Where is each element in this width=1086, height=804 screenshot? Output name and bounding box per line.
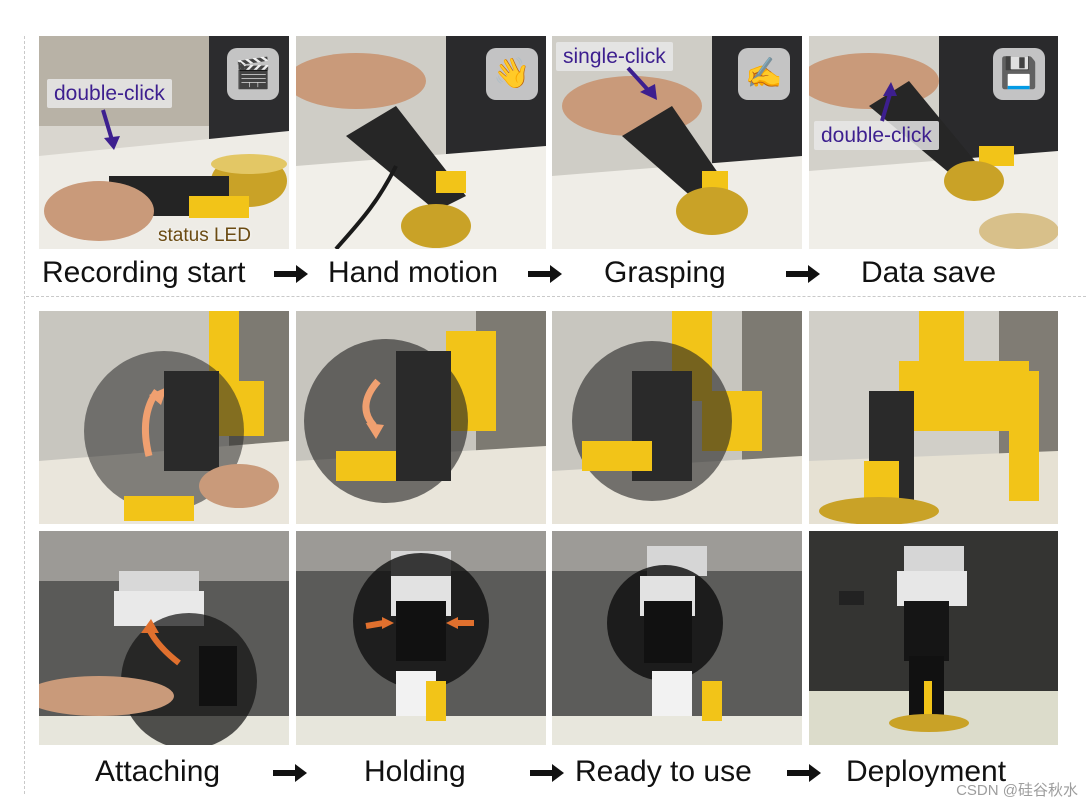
- floppy-disk-icon: 💾: [993, 48, 1045, 100]
- photo-spot-ready: [552, 311, 802, 524]
- caption-holding: Holding: [364, 757, 466, 787]
- status-led-label: status LED: [158, 225, 251, 247]
- left-dashed-divider: [24, 36, 25, 794]
- photo-arm-attaching: [39, 531, 289, 745]
- photo-arm-ready: [552, 531, 802, 745]
- caption-hand-motion: Hand motion: [328, 258, 498, 288]
- caption-recording-start: Recording start: [42, 258, 245, 288]
- writing-hand-icon: ✍️: [738, 48, 790, 100]
- callout-single-click: single-click: [556, 42, 673, 71]
- arrow-right-icon: [528, 264, 562, 284]
- photo-arm-holding: [296, 531, 546, 745]
- arrow-right-icon: [787, 763, 821, 783]
- arrow-right-icon: [273, 763, 307, 783]
- arrow-right-icon: [786, 264, 820, 284]
- photo-spot-deployment: [809, 311, 1058, 524]
- caption-data-save: Data save: [861, 258, 996, 288]
- callout-double-click-save: double-click: [814, 121, 939, 150]
- caption-grasping: Grasping: [604, 258, 726, 288]
- clapperboard-icon: 🎬: [227, 48, 279, 100]
- callout-double-click-start: double-click: [47, 79, 172, 108]
- caption-ready-to-use: Ready to use: [575, 757, 752, 787]
- photo-arm-deployment: [809, 531, 1058, 745]
- arrow-right-icon: [530, 763, 564, 783]
- photo-spot-attaching: [39, 311, 289, 524]
- arrow-right-icon: [274, 264, 308, 284]
- caption-attaching: Attaching: [95, 757, 220, 787]
- row-dashed-divider: [26, 296, 1086, 297]
- photo-spot-holding: [296, 311, 546, 524]
- waving-hand-icon: 👋: [486, 48, 538, 100]
- watermark: CSDN @硅谷秋水: [956, 779, 1078, 800]
